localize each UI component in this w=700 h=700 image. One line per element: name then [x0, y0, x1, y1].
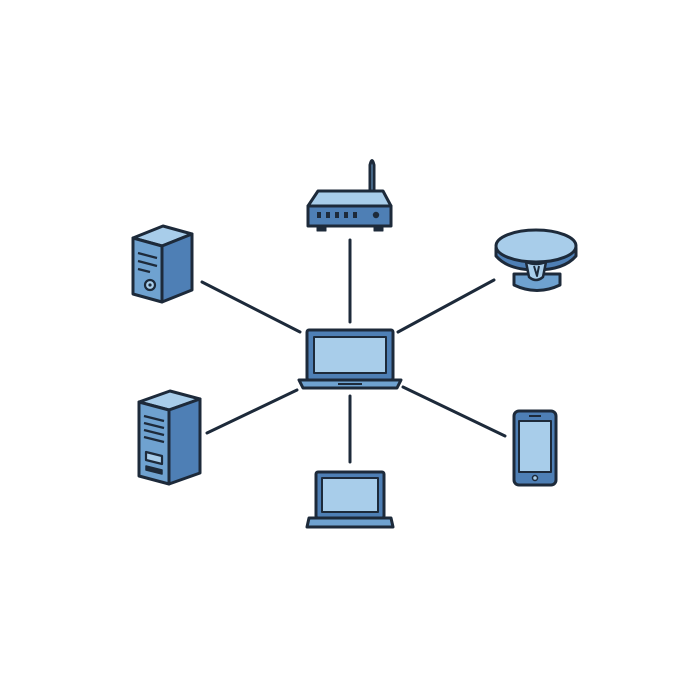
- link-hub-tower-bottom: [205, 388, 299, 435]
- wifi-router-icon: [306, 159, 393, 232]
- link-hub-smartphone: [401, 385, 507, 438]
- laptop-icon: [305, 470, 395, 529]
- link-hub-smart-speaker: [396, 278, 496, 334]
- server-tower-icon: [137, 389, 202, 486]
- smart-speaker-icon: [494, 228, 578, 292]
- link-hub-tower-top: [200, 280, 302, 334]
- desktop-tower-icon: [131, 224, 194, 304]
- smartphone-icon: [512, 409, 558, 487]
- links: [200, 238, 507, 464]
- hub-laptop-icon: [297, 328, 403, 390]
